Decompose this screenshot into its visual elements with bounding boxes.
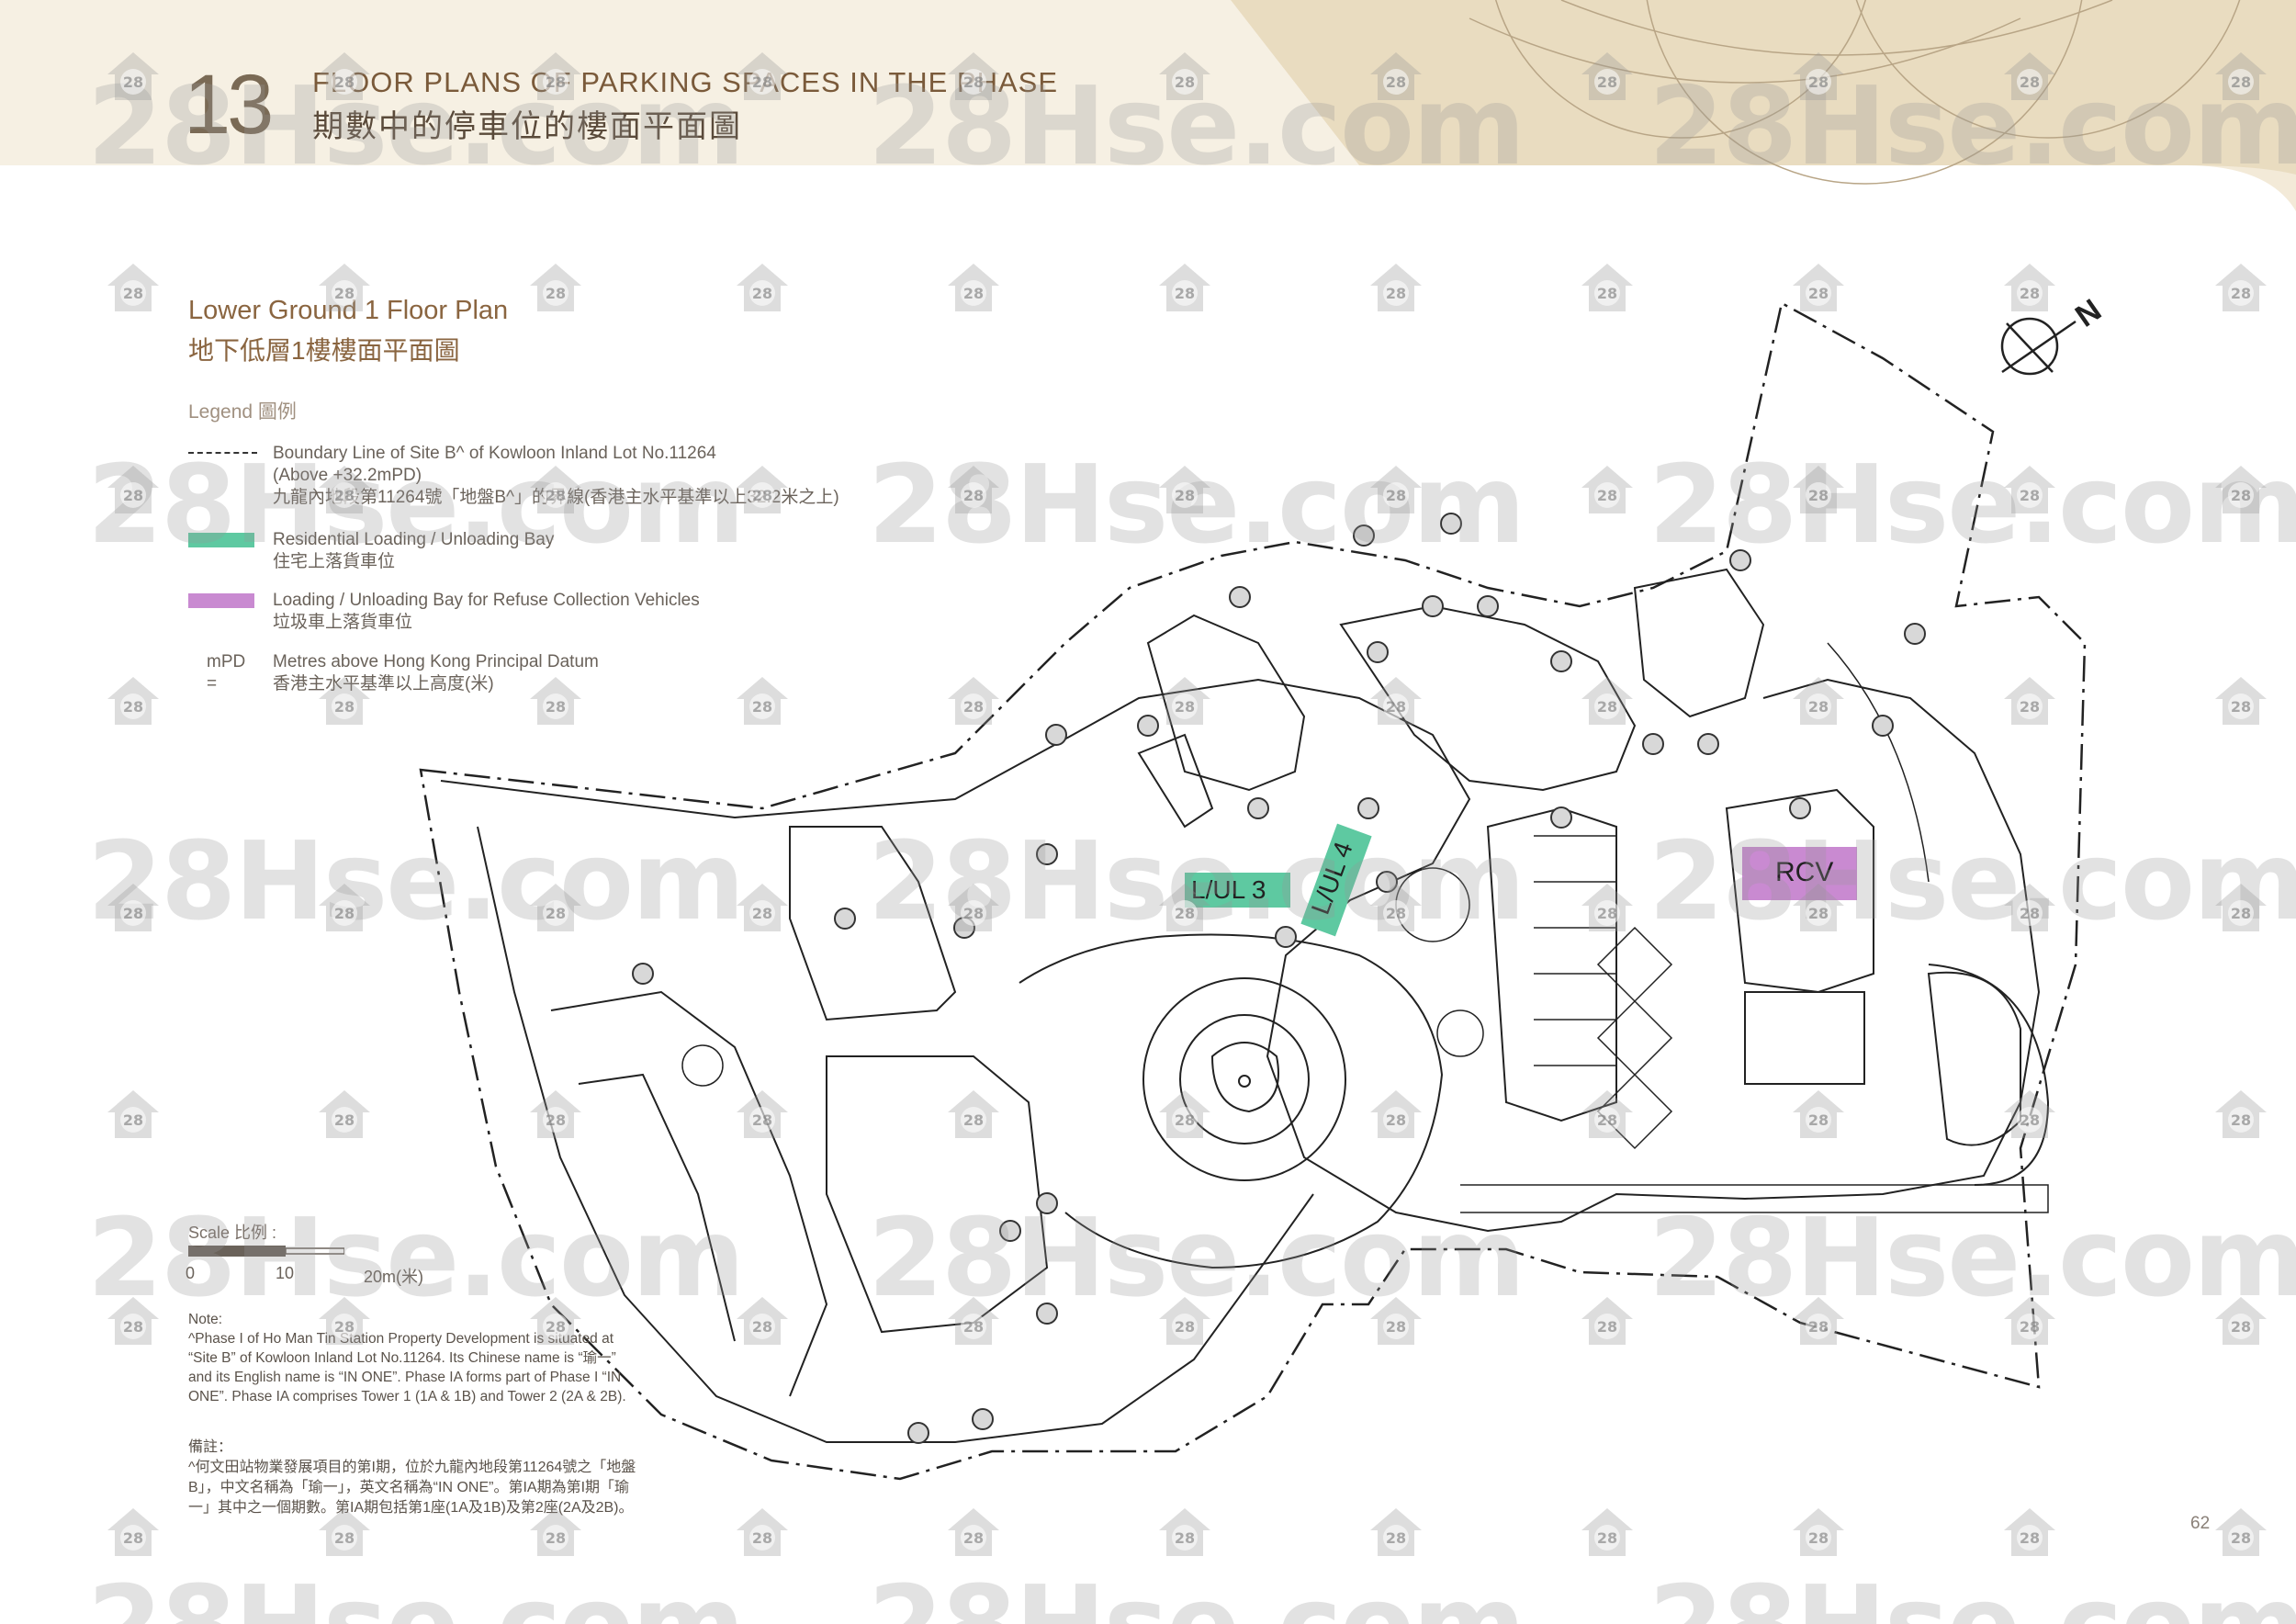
boundary-line-symbol — [188, 452, 257, 454]
north-arrow-icon — [2000, 317, 2077, 376]
note-zh-title: 備註： — [188, 1439, 233, 1455]
plan-title-zh: 地下低層1樓樓面平面圖 — [188, 336, 460, 365]
legend-mpd-line2: 香港主水平基準以上高度(米) — [273, 674, 494, 694]
note-zh-body: ^何文田站物業發展項目的第I期，位於九龍內地段第11264號之「地盤B」，中文名… — [188, 1460, 636, 1516]
legend-residential-line1: Residential Loading / Unloading Bay — [273, 530, 555, 549]
scale-tick-0: 0 — [186, 1264, 196, 1282]
residential-bay-swatch — [188, 533, 254, 547]
legend-boundary-line2: (Above +32.2mPD) — [273, 466, 422, 485]
lul3-label: L/UL 3 — [1191, 875, 1266, 904]
note-en-title: Note: — [188, 1312, 223, 1327]
lul4-bay — [1300, 823, 1372, 937]
page-number: 62 — [2190, 1514, 2211, 1533]
section-title-zh: 期數中的停車位的樓面平面圖 — [312, 109, 742, 144]
legend-title: Legend 圖例 — [188, 401, 297, 423]
legend-refuse-line2: 垃圾車上落貨車位 — [273, 613, 413, 632]
scale-label: Scale 比例 : — [188, 1224, 277, 1242]
note-zh: 備註： ^何文田站物業發展項目的第I期，位於九龍內地段第11264號之「地盤B」… — [188, 1438, 643, 1518]
site-boundary — [419, 301, 2087, 1481]
note-en-body: ^Phase I of Ho Man Tin Station Property … — [188, 1331, 626, 1404]
section-number: 13 — [184, 58, 274, 152]
rcv-bay — [1742, 847, 1857, 900]
scale-tick-10: 10 — [276, 1264, 295, 1282]
refuse-bay-swatch — [188, 593, 254, 608]
mpd-symbol: mPD = — [207, 652, 246, 694]
scale-bar — [188, 1246, 344, 1257]
scale-tick-20: 20m(米) — [364, 1268, 424, 1286]
lul3-bay — [1185, 873, 1290, 908]
header-band — [0, 0, 2296, 211]
note-en: Note: ^Phase I of Ho Man Tin Station Pro… — [188, 1310, 629, 1406]
legend-mpd-line1: Metres above Hong Kong Principal Datum — [273, 652, 599, 671]
rcv-label: RCV — [1775, 857, 1834, 887]
legend-boundary-line1: Boundary Line of Site B^ of Kowloon Inla… — [273, 444, 716, 463]
section-title-en: FLOOR PLANS OF PARKING SPACES IN THE PHA… — [312, 66, 1059, 98]
legend-residential-line2: 住宅上落貨車位 — [273, 552, 396, 571]
legend-refuse-line1: Loading / Unloading Bay for Refuse Colle… — [273, 591, 700, 610]
